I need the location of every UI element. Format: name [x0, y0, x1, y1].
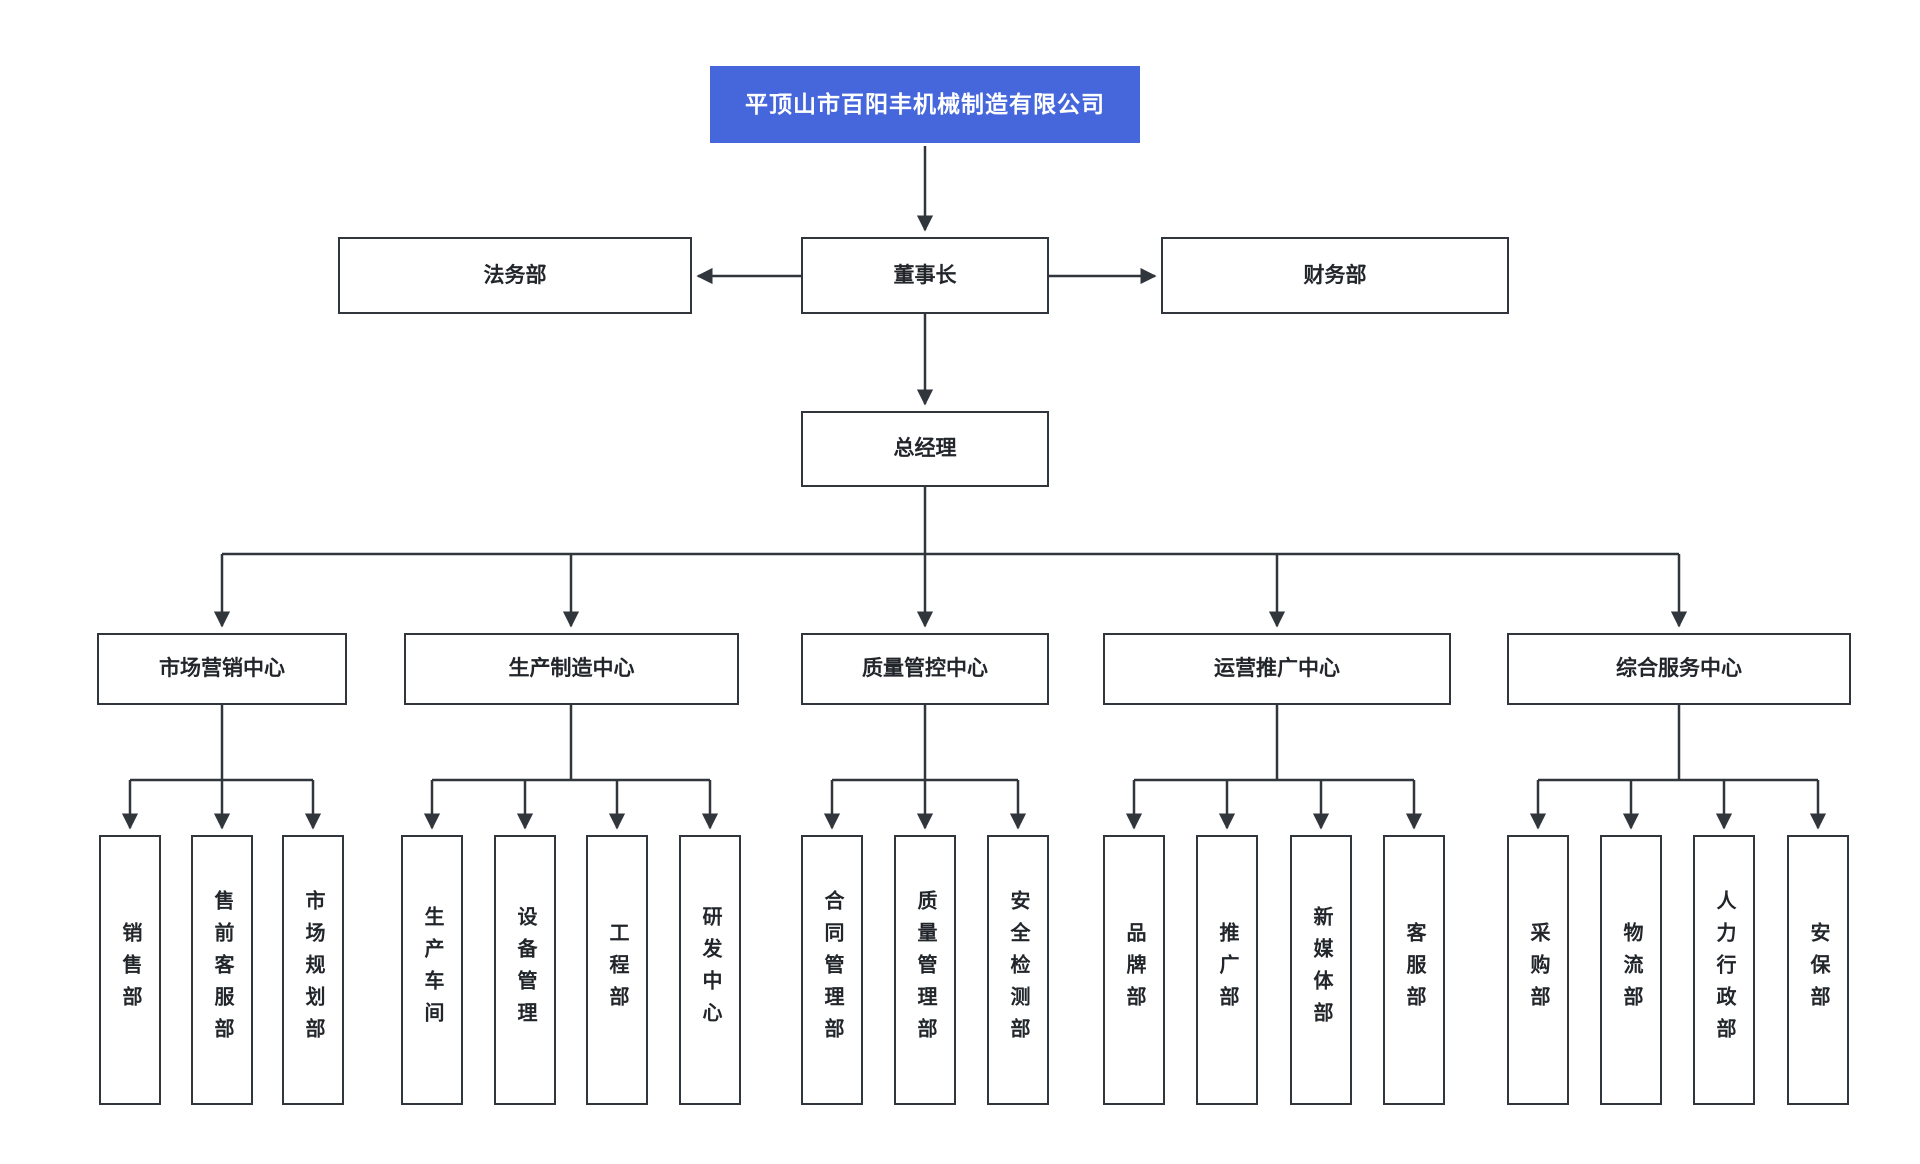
node-dept-engineering: 工程部: [586, 835, 648, 1105]
node-dept-promotion: 推广部: [1196, 835, 1258, 1105]
node-dept-presales-service: 售前客服部: [191, 835, 253, 1105]
node-finance-dept: 财务部: [1161, 237, 1509, 314]
node-chairman: 董事长: [801, 237, 1049, 314]
node-dept-security: 安保部: [1787, 835, 1849, 1105]
node-dept-hr-admin: 人力行政部: [1693, 835, 1755, 1105]
node-dept-quality-management: 质量管理部: [894, 835, 956, 1105]
node-dept-market-planning: 市场规划部: [282, 835, 344, 1105]
node-center-production: 生产制造中心: [404, 633, 739, 705]
node-center-marketing: 市场营销中心: [97, 633, 347, 705]
node-dept-contract-management: 合同管理部: [801, 835, 863, 1105]
node-dept-production-workshop: 生产车间: [401, 835, 463, 1105]
node-dept-brand: 品牌部: [1103, 835, 1165, 1105]
node-dept-customer-service: 客服部: [1383, 835, 1445, 1105]
node-dept-sales: 销售部: [99, 835, 161, 1105]
node-legal-dept: 法务部: [338, 237, 692, 314]
node-dept-new-media: 新媒体部: [1290, 835, 1352, 1105]
node-dept-safety-inspection: 安全检测部: [987, 835, 1049, 1105]
node-center-quality: 质量管控中心: [801, 633, 1049, 705]
node-company-root: 平顶山市百阳丰机械制造有限公司: [710, 66, 1140, 143]
node-dept-rnd-center: 研发中心: [679, 835, 741, 1105]
node-center-operations: 运营推广中心: [1103, 633, 1451, 705]
node-dept-procurement: 采购部: [1507, 835, 1569, 1105]
node-center-services: 综合服务中心: [1507, 633, 1851, 705]
node-general-manager: 总经理: [801, 411, 1049, 487]
node-dept-equipment-management: 设备管理: [494, 835, 556, 1105]
node-dept-logistics: 物流部: [1600, 835, 1662, 1105]
